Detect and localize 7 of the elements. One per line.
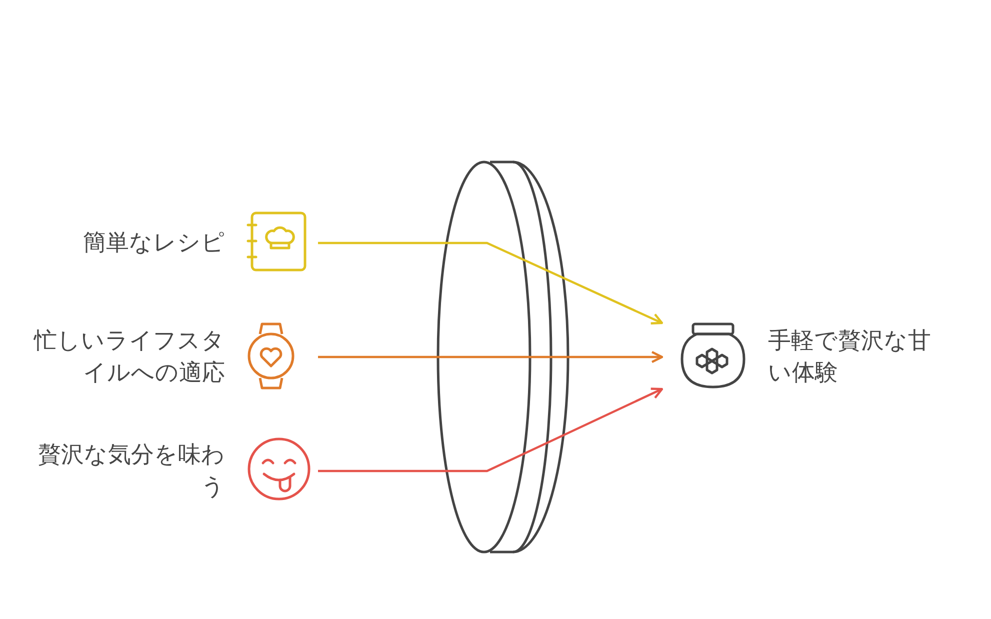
- output-label: 手軽で贅沢な甘い体験: [768, 327, 932, 388]
- arrow: [318, 388, 664, 472]
- input-label: 贅沢な気分を味わう: [37, 441, 225, 502]
- arrow: [318, 350, 664, 364]
- arrow: [318, 242, 664, 324]
- input-label: 簡単なレシピ: [82, 229, 225, 258]
- input-label: 忙しいライフスタイルへの適応: [32, 327, 225, 388]
